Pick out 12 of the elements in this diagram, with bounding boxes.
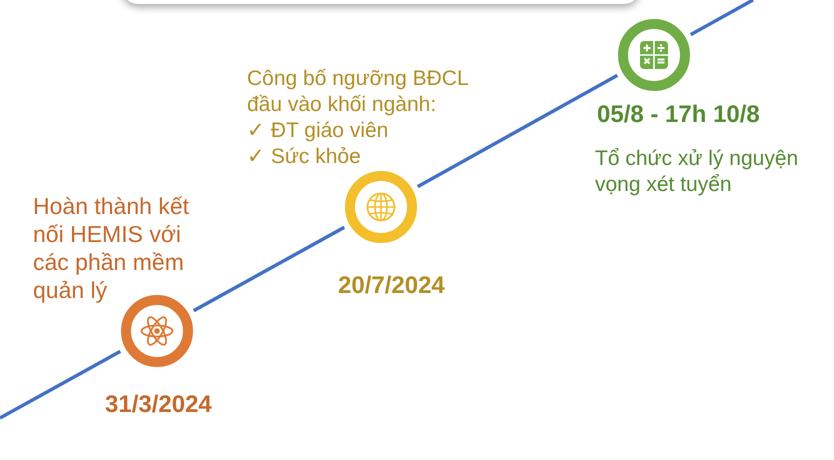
milestone-text: Công bố ngưỡng BĐCL đầu vào khối ngành: bbox=[247, 66, 469, 118]
date-label: 05/8 - 17h 10/8 bbox=[597, 101, 760, 129]
milestone-text: Tổ chức xử lý nguyện vọng xét tuyển bbox=[595, 146, 800, 198]
timeline-line bbox=[690, 0, 754, 36]
timeline-line bbox=[192, 226, 346, 312]
checklist-item: ✓ Sức khỏe bbox=[247, 144, 362, 170]
timeline-line bbox=[0, 350, 122, 420]
date-label: 20/7/2024 bbox=[338, 272, 445, 300]
milestone-text: Hoàn thành kết nối HEMIS với các phần mềm quản lý bbox=[33, 192, 190, 304]
checklist-item: ✓ ĐT giáo viên bbox=[247, 118, 390, 144]
timeline-line bbox=[416, 74, 618, 188]
date-label: 31/3/2024 bbox=[105, 391, 212, 419]
